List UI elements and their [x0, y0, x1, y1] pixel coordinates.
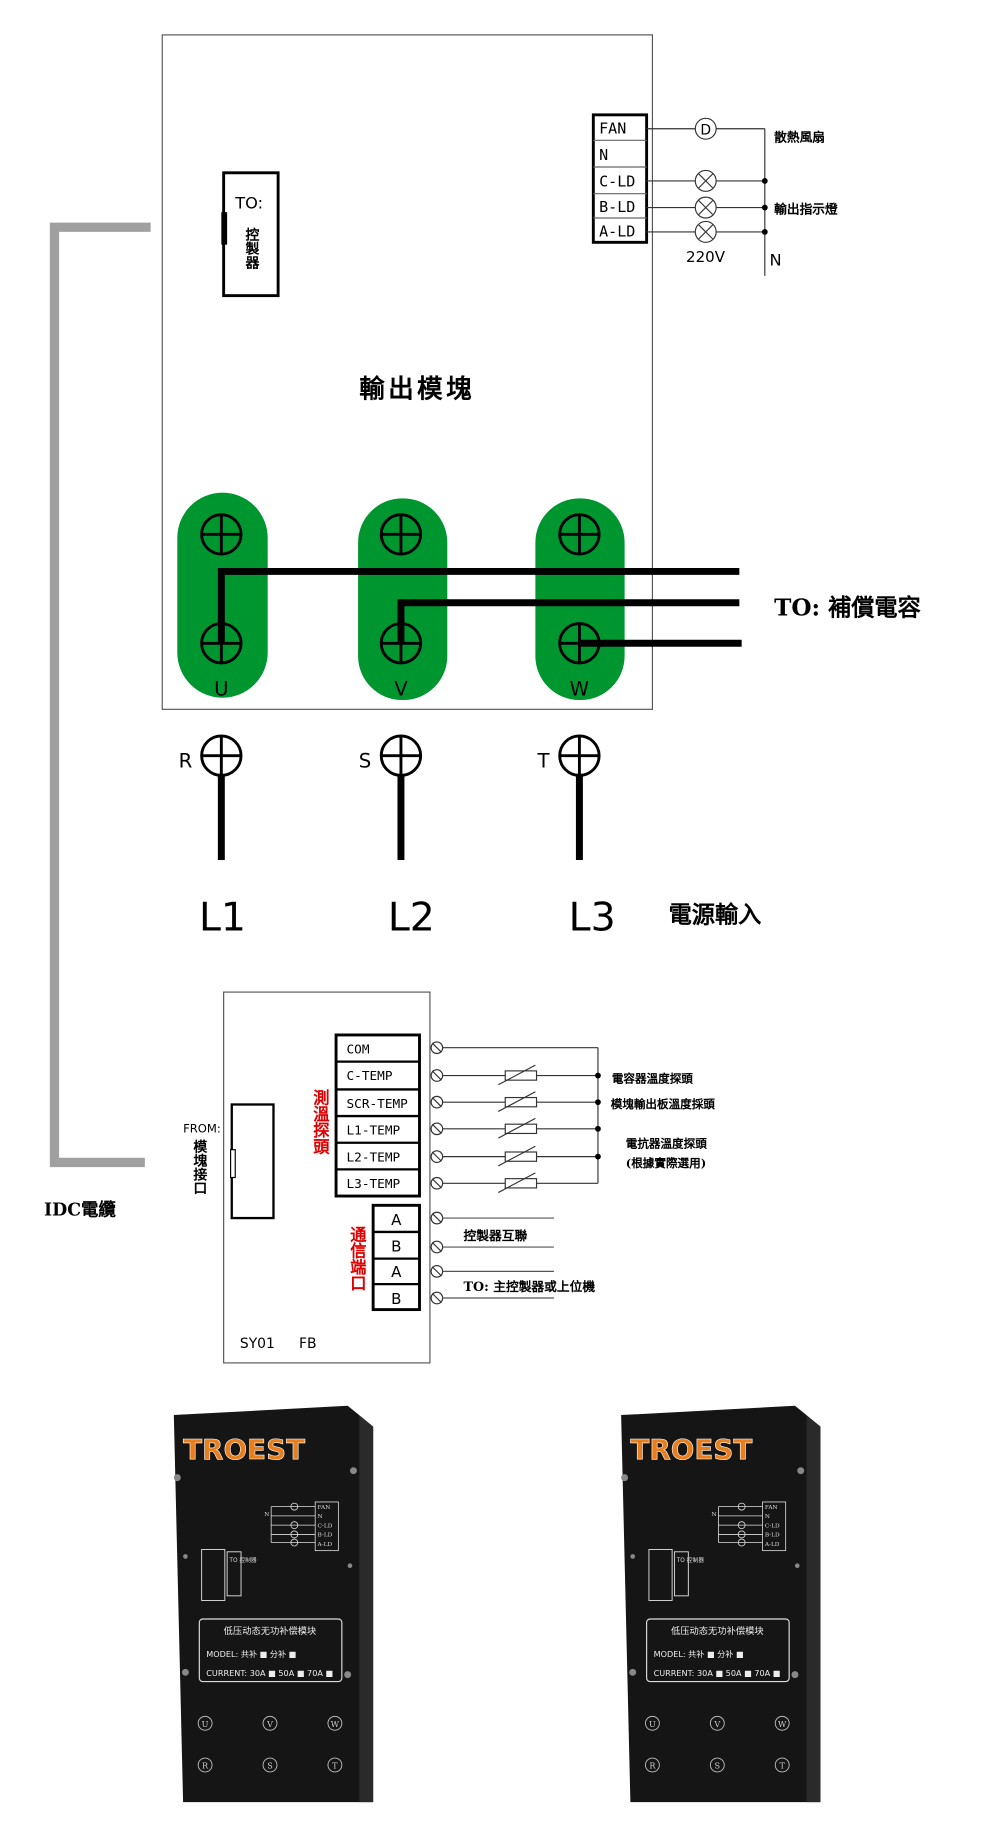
- temp-wiring: [442, 1047, 599, 1194]
- mini-a-ld: A-LD: [317, 1542, 333, 1548]
- mark-s: S: [267, 1760, 273, 1770]
- power-inputs: R S T L1 L2 L3 電源輸入: [179, 734, 762, 941]
- voltage-label: 220V: [686, 248, 726, 266]
- nameplate-current: CURRENT: 30A ■ 50A ■ 70A ■: [206, 1668, 333, 1678]
- from-module-label: 模塊接口: [191, 1138, 207, 1195]
- thermistor-icon: [498, 1172, 538, 1194]
- idc-cable-label: IDC電纜: [44, 1200, 116, 1221]
- power-input-label: 電源輸入: [669, 902, 762, 929]
- nameplate: [198, 1618, 343, 1683]
- terminal-com: COM: [346, 1043, 369, 1058]
- terminal-a-ld: A-LD: [599, 223, 635, 241]
- mark-r: R: [202, 1760, 209, 1770]
- to-controller-connector: [222, 171, 280, 298]
- module-interface-connector: [230, 1103, 275, 1220]
- fan-symbol: D: [700, 123, 711, 139]
- fan-terminal-block: [591, 113, 649, 244]
- terminal-b1: B: [391, 1238, 401, 1256]
- mini-fan: FAN: [318, 1505, 331, 1511]
- product-photo-left: TROEST FAN N C-LD B-LD A-LD N TO 控制器 低压动…: [173, 1405, 374, 1803]
- terminal-l1-temp: L1-TEMP: [346, 1124, 400, 1139]
- mini-n: N: [318, 1514, 323, 1520]
- product-photo-right: [620, 1405, 822, 1803]
- terminal-c-temp: C-TEMP: [346, 1069, 392, 1084]
- output-label-v: V: [394, 677, 408, 700]
- input-label-t: T: [536, 749, 550, 772]
- lamp-icon: [694, 196, 717, 219]
- thermistor-icon: [498, 1145, 538, 1167]
- output-module: TO: 控製器 輸出模塊 FAN N C-LD B-LD A-LD D 散熱風扇: [161, 34, 838, 710]
- line-l3: L3: [569, 895, 616, 941]
- lamp-icon: [694, 169, 717, 192]
- photo-to-label: TO 控制器: [228, 1556, 256, 1564]
- lamp-icon: [694, 220, 717, 243]
- nameplate-model: MODEL: 共补 ■ 分补 ■: [206, 1649, 296, 1659]
- master-controller-note: TO: 主控製器或上位機: [464, 1279, 596, 1295]
- module-board-temp-note: 模塊輸出板溫度採頭: [611, 1097, 716, 1111]
- mark-v: V: [266, 1719, 273, 1729]
- to-controller-label: 控製器: [243, 226, 260, 270]
- from-prefix: FROM:: [183, 1121, 221, 1135]
- mini-fan-diagram: [270, 1501, 339, 1552]
- connector-key: [221, 212, 228, 245]
- line-l2: L2: [388, 895, 435, 941]
- terminal-l3-temp: L3-TEMP: [346, 1177, 400, 1192]
- input-label-r: R: [179, 749, 193, 772]
- terminal-a1: A: [391, 1211, 402, 1229]
- to-controller-prefix: TO:: [234, 194, 263, 213]
- to-capacitor-label: TO: 補償電容: [774, 594, 921, 621]
- controller-interconnect-note: 控製器互聯: [464, 1228, 528, 1244]
- terminal-scr-temp: SCR-TEMP: [346, 1097, 408, 1112]
- terminal-b-ld: B-LD: [599, 198, 635, 216]
- line-l1: L1: [199, 895, 246, 941]
- comm-group-label: 通信端口: [347, 1226, 366, 1291]
- model-fb: FB: [299, 1336, 317, 1352]
- neutral-label: N: [769, 251, 781, 270]
- mark-w: W: [331, 1719, 340, 1729]
- mini-b-ld: B-LD: [318, 1533, 333, 1539]
- terminal-marks: [197, 1715, 343, 1773]
- terminal-l2-temp: L2-TEMP: [346, 1150, 400, 1165]
- capacitor-temp-note: 電容器溫度探頭: [612, 1071, 693, 1085]
- control-board: FROM: 模塊接口 測溫探頭 COM C-TEMP SCR-TEMP L1-T…: [183, 991, 716, 1364]
- module-body: [173, 1405, 374, 1803]
- fan-icon: [694, 117, 717, 140]
- output-module-title: 輸出模塊: [359, 375, 475, 405]
- terminal-a2: A: [391, 1263, 402, 1281]
- terminal-n: N: [599, 146, 608, 164]
- output-label-w: W: [570, 677, 589, 700]
- thermistor-icon: [498, 1064, 538, 1086]
- fan-label: 散熱風扇: [774, 130, 825, 146]
- nameplate-title: 低压动态无功补偿模块: [224, 1625, 317, 1637]
- terminal-b2: B: [391, 1290, 401, 1308]
- mini-neutral: N: [264, 1512, 269, 1518]
- terminal-fan: FAN: [599, 119, 626, 137]
- output-label-u: U: [214, 677, 228, 700]
- mini-c-ld: C-LD: [318, 1523, 333, 1529]
- input-label-s: S: [359, 749, 372, 772]
- thermistor-icon: [498, 1091, 538, 1112]
- reactor-temp-note: 電抗器溫度探頭: [626, 1136, 707, 1150]
- indicator-label: 輸出指示燈: [774, 201, 838, 217]
- thermistor-icon: [498, 1117, 538, 1139]
- screw-icons: [173, 1467, 357, 1679]
- mark-u: U: [202, 1719, 209, 1729]
- mark-t: T: [332, 1760, 338, 1770]
- screw-terminal-icons: [430, 1041, 444, 1305]
- terminal-c-ld: C-LD: [599, 173, 635, 191]
- idc-cable: [49, 222, 151, 1168]
- brand-logo: TROEST: [183, 1433, 305, 1466]
- model-sy01: SY01: [240, 1336, 275, 1352]
- optional-note: (根據實際選用): [626, 1156, 706, 1170]
- lamp-icons: [694, 169, 717, 243]
- capacitor-wires: [217, 567, 742, 647]
- temp-group-label: 測溫探頭: [310, 1089, 329, 1156]
